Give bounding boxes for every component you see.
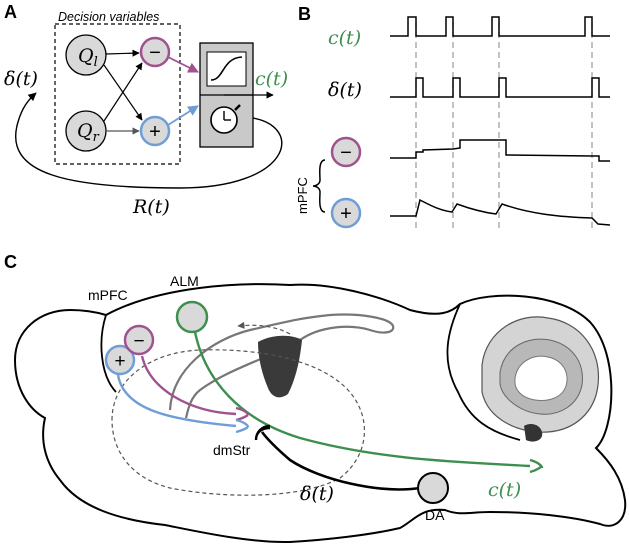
panel-b-minus-symbol: − <box>340 142 352 164</box>
da-label: DA <box>425 507 445 523</box>
panel-b-plus-node <box>330 197 362 229</box>
panel-c-minus-node <box>123 324 155 356</box>
choice-trace <box>390 16 610 37</box>
panel-a-letter: A <box>4 2 17 22</box>
mpfc-brace <box>312 159 326 213</box>
minus-node <box>139 36 171 68</box>
panel-b-mpfc-label: mPFC <box>295 177 310 214</box>
dmstr-label: dmStr <box>213 442 251 458</box>
q-right-label: Qr <box>77 120 100 145</box>
q-left-node <box>65 34 107 76</box>
panel-b-minus-node <box>330 136 362 168</box>
panel-a-choice-label: c(t) <box>255 68 288 90</box>
event-lines <box>415 22 593 232</box>
plus-node-symbol: + <box>149 121 161 143</box>
minus-projection <box>140 355 237 416</box>
arrow-plus-policy <box>167 105 199 126</box>
decision-variables-title: Decision variables <box>58 10 159 24</box>
q-left-label: Ql <box>78 45 98 70</box>
da-node <box>417 472 449 504</box>
panel-c-choice-label: c(t) <box>488 479 521 501</box>
plus-projection <box>116 374 237 428</box>
dmstr-region <box>111 349 366 496</box>
panel-b-letter: B <box>298 4 311 24</box>
da-projection <box>260 431 421 491</box>
alm-node <box>175 300 209 334</box>
sigmoid-icon <box>210 56 243 81</box>
panel-a-reward-label: R(t) <box>132 196 170 218</box>
panel-c-plus-symbol: + <box>114 351 125 372</box>
thalamus-shape <box>258 335 302 398</box>
panel-c-minus-symbol: − <box>133 331 144 352</box>
panel-b-plus-symbol: + <box>340 203 352 225</box>
plus-node <box>139 115 171 147</box>
panel-b-choice-label: c(t) <box>328 27 361 49</box>
panel-a-delta-label: δ(t) <box>4 68 38 90</box>
reward-loop-arrow <box>15 92 283 189</box>
panel-c-mpfc-label: mPFC <box>88 287 128 303</box>
arrow-qr-minus <box>103 62 143 122</box>
minus-trace <box>390 139 610 162</box>
arrow-minus-policy <box>167 56 199 73</box>
alm-projection <box>193 331 531 468</box>
panel-c-delta-label: δ(t) <box>300 483 334 505</box>
arrow-ql-minus <box>105 49 140 57</box>
alm-label: ALM <box>170 273 199 289</box>
minus-node-symbol: − <box>149 42 161 64</box>
panel-c-letter: C <box>4 252 17 272</box>
plus-trace <box>390 198 611 226</box>
panel-c-plus-node <box>104 344 136 376</box>
delta-trace <box>390 77 610 98</box>
panel-b-delta-label: δ(t) <box>328 79 362 101</box>
cerebellum <box>481 316 600 442</box>
brain-outline <box>13 283 627 544</box>
ventricle-outline <box>168 313 395 419</box>
